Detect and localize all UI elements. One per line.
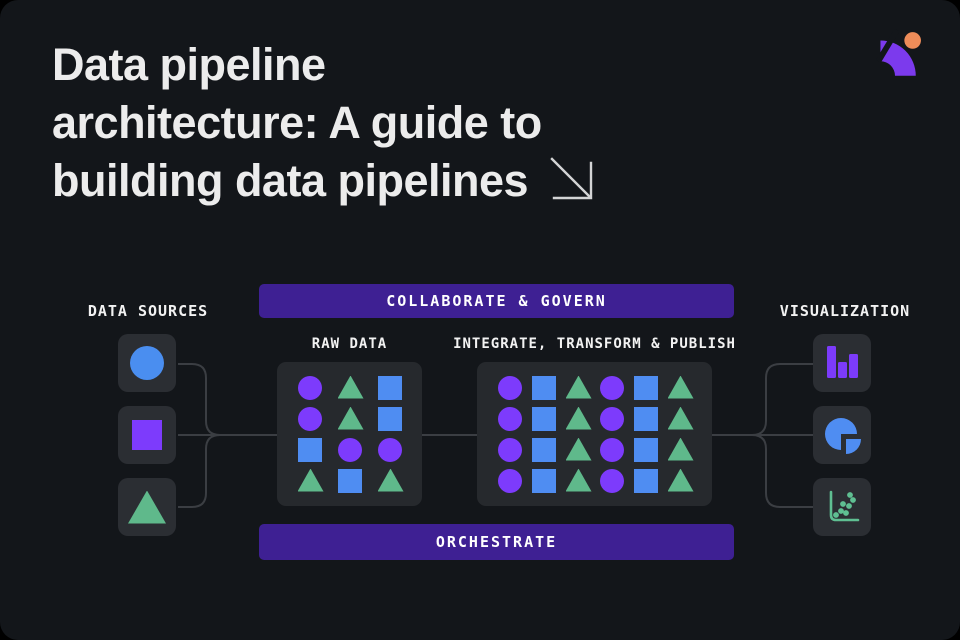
raw-data-label: RAW DATA [311, 336, 388, 352]
square-shape [633, 406, 658, 431]
data-sources-label: DATA SOURCES [87, 302, 209, 320]
circle-shape [497, 468, 522, 493]
circle-shape [497, 375, 522, 400]
page-title: Data pipeline architecture: A guide to b… [52, 36, 596, 210]
square-shape [633, 468, 658, 493]
triangle-shape [337, 406, 364, 430]
triangle-shape [667, 406, 694, 430]
circle-shape [599, 406, 624, 431]
triangle-shape [297, 468, 324, 492]
title-line-1: Data pipeline [52, 39, 326, 90]
square-shape [337, 468, 362, 493]
square-shape [377, 406, 402, 431]
circle-shape [497, 406, 522, 431]
square-shape [633, 437, 658, 462]
orchestrate-banner: ORCHESTRATE [259, 524, 734, 560]
triangle-shape [337, 375, 364, 399]
logo-purple-band [880, 40, 916, 76]
source-tile-square [118, 406, 176, 464]
bar-chart-icon [827, 346, 858, 378]
triangle-shape [565, 406, 592, 430]
collaborate-govern-banner: COLLABORATE & GOVERN [259, 284, 734, 318]
circle-shape [599, 375, 624, 400]
triangle-shape [565, 375, 592, 399]
raw-data-panel [277, 362, 422, 506]
triangle-shape [565, 468, 592, 492]
square-shape [633, 375, 658, 400]
circle-shape [297, 375, 322, 400]
brand-logo [875, 28, 921, 76]
square-shape [531, 468, 556, 493]
circle-shape [130, 346, 164, 380]
circle-shape [297, 406, 322, 431]
square-shape [531, 375, 556, 400]
triangle-shape [377, 468, 404, 492]
title-line-2: architecture: A guide to [52, 97, 542, 148]
triangle-shape [667, 375, 694, 399]
scatter-plot-icon [829, 490, 860, 522]
circle-shape [497, 437, 522, 462]
triangle-shape [667, 468, 694, 492]
square-shape [531, 437, 556, 462]
viz-tile-bar-chart [813, 334, 871, 392]
pie-chart-icon [825, 418, 861, 454]
source-tile-triangle [118, 478, 176, 536]
visualization-label: VISUALIZATION [779, 302, 911, 320]
arrow-down-right-icon [550, 157, 593, 200]
circle-shape [599, 468, 624, 493]
circle-shape [377, 437, 402, 462]
square-shape [531, 406, 556, 431]
square-shape [377, 375, 402, 400]
raw-data-grid [277, 362, 422, 506]
viz-tile-pie-chart [813, 406, 871, 464]
integrate-label: INTEGRATE, TRANSFORM & PUBLISH [453, 336, 736, 352]
triangle-shape [667, 437, 694, 461]
square-shape [132, 420, 162, 450]
logo-slash [875, 28, 900, 63]
integrate-grid [477, 362, 712, 506]
triangle-shape [565, 437, 592, 461]
title-line-3: building data pipelines [52, 152, 596, 210]
logo-orange-dot [904, 32, 921, 49]
square-shape [297, 437, 322, 462]
circle-shape [337, 437, 362, 462]
source-tile-circle [118, 334, 176, 392]
triangle-shape [128, 490, 166, 524]
circle-shape [599, 437, 624, 462]
integrate-panel [477, 362, 712, 506]
viz-tile-scatter-plot [813, 478, 871, 536]
